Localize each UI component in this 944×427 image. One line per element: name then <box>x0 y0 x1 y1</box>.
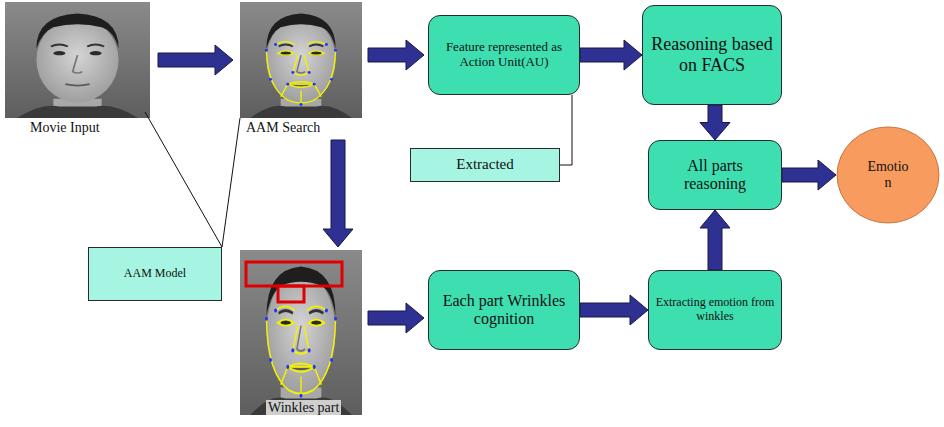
flow-arrow <box>368 303 424 333</box>
wrinkle-region <box>278 286 304 302</box>
photo-caption: AAM Search <box>244 120 322 135</box>
node-text: AAM Model <box>124 267 186 281</box>
node-text: Reasoning based on FACS <box>649 34 775 75</box>
process-box: Feature represented as Action Unit(AU) <box>428 15 580 95</box>
process-box: Each part Wrinkles cognition <box>428 270 580 350</box>
circle-shape <box>837 127 939 223</box>
node-text: Emotio n <box>867 159 908 191</box>
photo-caption: Movie Input <box>28 120 102 135</box>
node-text: Feature represented as Action Unit(AU) <box>435 40 573 70</box>
flow-arrow <box>158 45 233 75</box>
process-box: Extracting emotion from winkles <box>648 270 782 350</box>
flow-arrow <box>700 105 730 140</box>
leader-line <box>222 118 240 247</box>
wrinkle-region <box>246 262 342 286</box>
flow-arrow <box>580 295 648 325</box>
aam-mesh <box>265 42 337 106</box>
node-text: Extracting emotion from winkles <box>655 296 775 324</box>
node-text: Extracted <box>456 156 513 173</box>
process-box: Reasoning based on FACS <box>642 5 782 105</box>
result-circle: Emotio n <box>836 126 940 224</box>
photo-caption: Winkles part <box>266 400 341 415</box>
node-text: All parts reasoning <box>655 157 775 194</box>
flow-arrow <box>580 40 642 70</box>
process-box: All parts reasoning <box>648 140 782 210</box>
face-photo <box>240 250 362 415</box>
node-text: Each part Wrinkles cognition <box>435 292 573 329</box>
flow-arrow <box>323 140 353 247</box>
flow-arrow <box>700 210 730 270</box>
aam-mesh <box>265 306 337 397</box>
flow-arrow <box>782 160 836 190</box>
leader-connector <box>560 95 572 165</box>
leader-line <box>145 112 222 247</box>
note-box: Extracted <box>410 148 560 182</box>
face-photo <box>240 2 362 118</box>
flow-arrow <box>368 40 424 70</box>
face-photo <box>5 2 150 118</box>
model-box: AAM Model <box>88 247 222 301</box>
